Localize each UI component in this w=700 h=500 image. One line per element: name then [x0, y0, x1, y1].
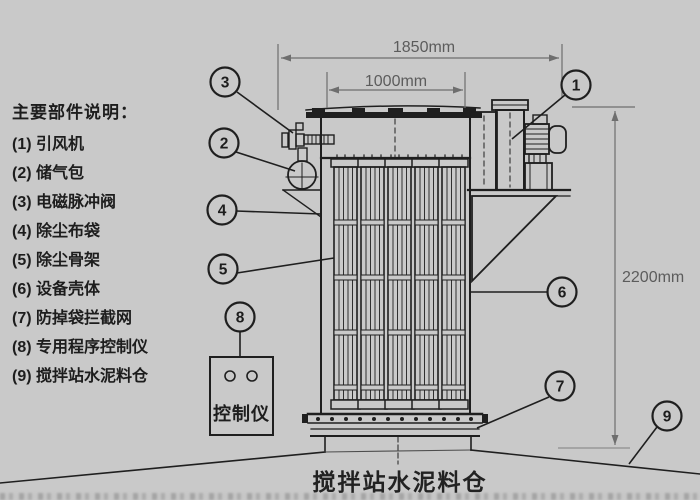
leader-line-4	[235, 210, 322, 215]
balloon-7-number: 7	[556, 379, 565, 396]
balloon-1: 1	[560, 69, 592, 101]
pulse-valve	[281, 122, 335, 150]
dim-label-1850: 1850mm	[393, 39, 455, 56]
dim-label-2200: 2200mm	[622, 269, 684, 286]
filter-bags	[330, 154, 469, 410]
filter-bag-column	[411, 154, 442, 410]
balloon-4-number: 4	[218, 203, 227, 220]
legend-item-4: (4) 除尘布袋	[12, 223, 101, 240]
bottom-artifact-strip	[0, 493, 700, 500]
leader-line-7	[476, 396, 550, 429]
bottom-flange-and-net	[302, 412, 488, 437]
balloon-8-number: 8	[236, 310, 245, 327]
balloon-3: 3	[209, 66, 241, 98]
legend-item-8: (8) 专用程序控制仪	[12, 339, 149, 356]
balloon-9-number: 9	[663, 409, 672, 426]
balloon-5: 5	[207, 253, 239, 285]
legend-item-7: (7) 防掉袋拦截网	[12, 310, 133, 327]
legend-title: 主要部件说明：	[12, 103, 138, 122]
fan-platform-bracket	[466, 188, 572, 284]
cement-silo-label: 搅拌站水泥料仓	[312, 469, 488, 495]
legend-item-5: (5) 除尘骨架	[12, 252, 101, 269]
legend-item-9: (9) 搅拌站水泥料仓	[12, 368, 149, 385]
balloon-3-number: 3	[221, 75, 230, 92]
leader-line-9	[628, 426, 658, 465]
dimension-lines	[277, 44, 635, 449]
induced-draft-fan	[524, 114, 567, 191]
leader-line-1	[511, 94, 566, 140]
parts-legend: 主要部件说明： (1) 引风机 (2) 储气包 (3) 电磁脉冲阀 (4) 除尘…	[12, 98, 212, 391]
filter-bag-column	[384, 154, 415, 410]
dim-label-1000: 1000mm	[365, 73, 427, 90]
balloon-7: 7	[544, 370, 576, 402]
top-cover	[305, 105, 482, 118]
dimension-height	[558, 106, 635, 449]
exhaust-stack	[491, 99, 529, 191]
flange-bolts	[316, 417, 473, 421]
dimension-inner-width	[326, 72, 466, 108]
outlet-duct	[469, 111, 498, 191]
filter-bag-column	[357, 154, 388, 410]
legend-item-1: (1) 引风机	[12, 136, 85, 153]
leader-line-2	[235, 151, 296, 172]
filter-bag-column	[438, 154, 469, 410]
leader-line-3	[236, 91, 294, 134]
cement-silo-roof	[0, 449, 700, 484]
dust-collector-unit	[0, 99, 700, 484]
balloon-4: 4	[206, 194, 238, 226]
balloon-6: 6	[546, 276, 578, 308]
balloon-2-number: 2	[220, 136, 229, 153]
balloon-callouts: 1 2 3 4 5 6 7	[206, 66, 683, 432]
balloon-6-number: 6	[558, 285, 567, 302]
balloon-5-number: 5	[219, 262, 228, 279]
controller-box-label: 控制仪	[213, 404, 270, 424]
balloon-2: 2	[208, 127, 240, 159]
balloon-1-number: 1	[572, 78, 581, 95]
leader-line-5	[236, 257, 335, 274]
legend-item-3: (3) 电磁脉冲阀	[12, 194, 117, 211]
controller-box	[209, 356, 274, 436]
balloon-9: 9	[651, 400, 683, 432]
filter-bag-column	[330, 154, 361, 410]
leader-lines	[235, 91, 658, 465]
air-tank	[282, 147, 322, 218]
balloon-8: 8	[224, 301, 256, 333]
legend-item-2: (2) 储气包	[12, 165, 85, 182]
legend-item-6: (6) 设备壳体	[12, 281, 101, 298]
clean-air-plenum	[319, 116, 472, 160]
